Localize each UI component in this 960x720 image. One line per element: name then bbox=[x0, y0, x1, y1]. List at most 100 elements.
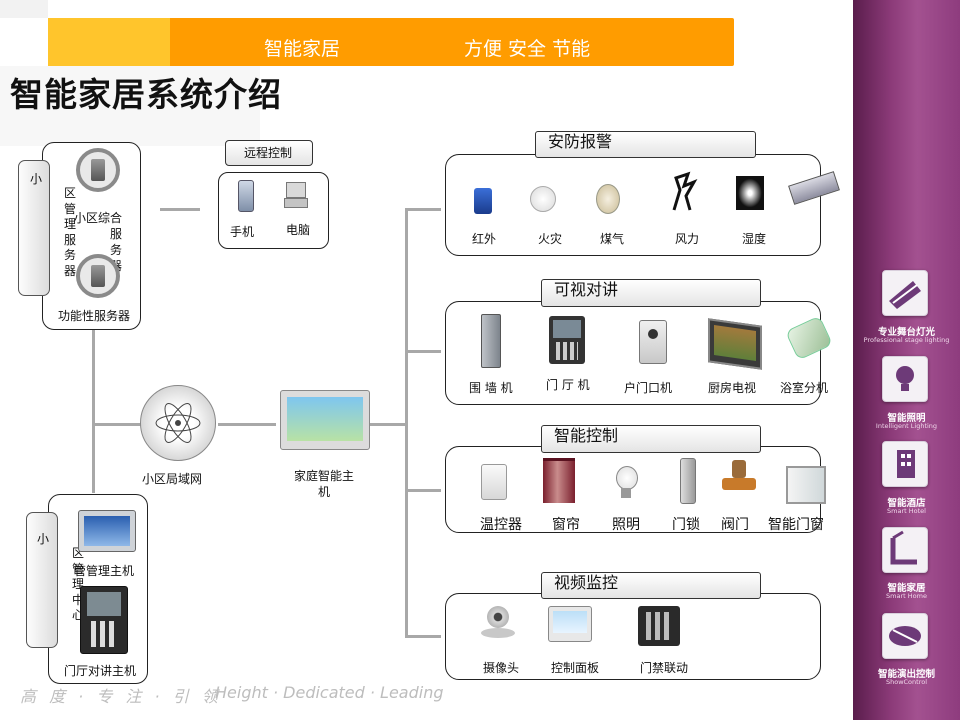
page-title: 智能家居系统介绍 bbox=[10, 75, 282, 114]
management-vtab-label: 小 bbox=[37, 532, 50, 546]
smart-window-icon bbox=[786, 466, 826, 504]
smart-control-title: 智能控制 bbox=[541, 425, 761, 453]
door-lock-icon bbox=[680, 458, 696, 504]
smoke-detector-icon bbox=[530, 186, 556, 212]
access-control-icon bbox=[638, 606, 680, 646]
footer-slogan-en: Height · Dedicated · Leading bbox=[215, 683, 444, 702]
management-vertical-tab bbox=[26, 512, 58, 648]
humidity-sensor-icon bbox=[736, 176, 764, 210]
home-host-label: 家庭智能主 机 bbox=[293, 469, 354, 499]
connector-line bbox=[405, 208, 408, 638]
composite-server-icon bbox=[76, 148, 120, 192]
sidebar-item-intelligent-lighting-en: Intelligent Lighting bbox=[875, 422, 938, 430]
smart-control-title-text: 智能控制 bbox=[554, 426, 619, 445]
remote-control-box bbox=[218, 172, 329, 249]
valve-icon bbox=[722, 460, 756, 498]
lobby-unit-icon bbox=[549, 316, 585, 364]
control-item-lighting: 照明 bbox=[612, 517, 640, 533]
home-host-icon bbox=[280, 390, 370, 450]
connector-line bbox=[92, 423, 142, 426]
remote-control-title: 远程控制 bbox=[225, 140, 313, 166]
connector-line bbox=[405, 635, 441, 638]
sidebar-item-show-control-en: ShowControl bbox=[885, 678, 928, 686]
security-item-gas: 煤气 bbox=[600, 232, 625, 246]
smart-control-box bbox=[445, 446, 821, 533]
door-unit-icon bbox=[639, 320, 667, 364]
footer-slogan-zh: 高 度 · 专 注 · 引 领 bbox=[20, 687, 222, 706]
show-control-icon[interactable] bbox=[882, 613, 928, 659]
control-item-thermostat: 温控器 bbox=[480, 517, 522, 533]
sidebar-item-smart-home[interactable]: 智能家居 bbox=[887, 583, 926, 594]
sidebar-item-smart-hotel[interactable]: 智能酒店 bbox=[887, 498, 926, 509]
atom-icon bbox=[155, 403, 201, 443]
video-surveillance-title: 视频监控 bbox=[541, 572, 761, 599]
curtain-icon bbox=[543, 458, 575, 503]
control-item-smart-window: 智能门窗 bbox=[768, 517, 824, 533]
phone-icon bbox=[238, 180, 254, 212]
thermostat-icon bbox=[481, 464, 507, 500]
infrared-sensor-icon bbox=[474, 188, 492, 214]
video-surveillance-title-text: 视频监控 bbox=[554, 573, 619, 592]
control-item-lock: 门锁 bbox=[672, 517, 700, 533]
intercom-item-wall: 围 墙 机 bbox=[469, 381, 513, 395]
intercom-item-door: 户门口机 bbox=[624, 381, 673, 395]
home-icon[interactable] bbox=[882, 527, 928, 573]
sidebar-item-stage-lighting-en: Professional stage lighting bbox=[863, 336, 950, 344]
community-vertical-tab bbox=[18, 160, 50, 296]
sidebar-item-stage-lighting[interactable]: 专业舞台灯光 bbox=[877, 327, 935, 338]
connector-line bbox=[405, 350, 441, 353]
video-intercom-title-text: 可视对讲 bbox=[554, 280, 619, 299]
community-vtab-label: 小 bbox=[30, 172, 43, 186]
security-alarm-title-text: 安防报警 bbox=[548, 132, 613, 151]
banner-left-text: 智能家居 bbox=[264, 38, 341, 60]
wall-unit-icon bbox=[481, 314, 501, 368]
security-item-infrared: 红外 bbox=[472, 232, 497, 246]
management-host-label: 管管理主机 bbox=[74, 564, 135, 578]
functional-server-icon bbox=[76, 254, 120, 298]
entrance-host-label: 门厅对讲主机 bbox=[64, 664, 137, 678]
connector-line bbox=[218, 423, 276, 426]
security-item-fire: 火灾 bbox=[538, 232, 563, 246]
remote-item-computer: 电脑 bbox=[286, 223, 311, 237]
top-banner-accent bbox=[48, 18, 170, 66]
connector-line bbox=[405, 489, 441, 492]
intercom-item-bathroom: 浴室分机 bbox=[780, 381, 829, 395]
connector-line bbox=[92, 325, 95, 493]
surveillance-item-access: 门禁联动 bbox=[640, 661, 689, 675]
functional-server-label: 功能性服务器 bbox=[58, 309, 131, 323]
surveillance-item-camera: 摄像头 bbox=[483, 661, 520, 675]
entrance-host-icon bbox=[80, 586, 128, 654]
wind-sensor-icon bbox=[666, 170, 700, 214]
sidebar-item-intelligent-lighting[interactable]: 智能照明 bbox=[887, 413, 926, 424]
remote-control-title-text: 远程控制 bbox=[244, 146, 293, 160]
hotel-icon[interactable] bbox=[882, 441, 928, 487]
security-item-wind: 风力 bbox=[675, 232, 700, 246]
gas-detector-icon bbox=[596, 184, 620, 214]
sidebar-item-smart-hotel-en: Smart Hotel bbox=[887, 507, 926, 515]
intercom-item-lobby: 门 厅 机 bbox=[546, 378, 590, 392]
community-server-vertical-label: 区 管 理 服 务 器 bbox=[64, 186, 77, 278]
control-item-curtain: 窗帘 bbox=[552, 517, 580, 533]
security-alarm-title: 安防报警 bbox=[535, 131, 756, 158]
camera-icon bbox=[481, 606, 515, 640]
intercom-item-kitchen-tv: 厨房电视 bbox=[708, 381, 757, 395]
video-intercom-title: 可视对讲 bbox=[541, 279, 761, 307]
lan-label: 小区局域网 bbox=[142, 472, 203, 486]
stage-lighting-icon[interactable] bbox=[882, 270, 928, 316]
wind-glyph-icon bbox=[672, 171, 698, 211]
kitchen-tv-icon bbox=[708, 318, 762, 370]
remote-item-phone: 手机 bbox=[230, 225, 255, 239]
sidebar-item-smart-home-en: Smart Home bbox=[886, 592, 927, 600]
bulb-icon bbox=[615, 466, 638, 500]
connector-line bbox=[370, 423, 406, 426]
control-item-valve: 阀门 bbox=[721, 517, 749, 533]
banner-right-text: 方便 安全 节能 bbox=[464, 38, 591, 60]
connector-line bbox=[405, 208, 441, 211]
security-item-humidity: 湿度 bbox=[742, 232, 767, 246]
sidebar-item-show-control[interactable]: 智能演出控制 bbox=[877, 669, 935, 680]
control-panel-icon bbox=[548, 606, 592, 642]
lan-network-icon bbox=[140, 385, 216, 461]
computer-icon bbox=[284, 182, 308, 208]
management-host-icon bbox=[78, 510, 136, 552]
sidebar-bulb-icon[interactable] bbox=[882, 356, 928, 402]
